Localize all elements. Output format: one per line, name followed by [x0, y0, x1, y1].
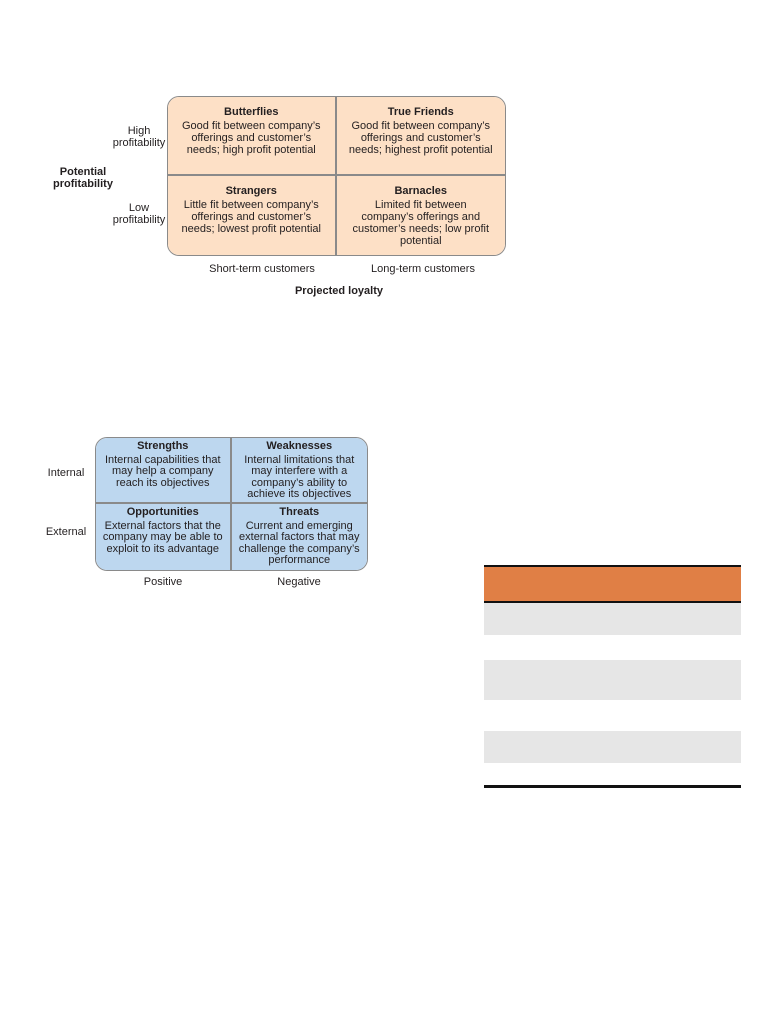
swot-cell-description: Internal limitations that may interfere … [244, 453, 355, 500]
swot-row-label-external: External [45, 526, 87, 538]
swot-row-label-internal: Internal [47, 467, 85, 479]
table-row [484, 731, 741, 763]
swot-cell-description: External factors that the company may be… [102, 519, 223, 555]
swot-cell-description: Current and emerging external factors th… [238, 519, 360, 566]
crm-y-axis-title: Potential profitability [53, 166, 113, 190]
swot-column-label-positive: Positive [143, 576, 183, 588]
swot-matrix: Strengths Internal capabilities that may… [95, 437, 368, 571]
swot-cell-threats: Threats Current and emerging external fa… [231, 504, 367, 570]
swot-cell-title: Strengths [137, 440, 189, 452]
table-row [484, 603, 741, 635]
crm-cell-strangers: Strangers Little fit between company’s o… [168, 176, 337, 255]
crm-cell-barnacles: Barnacles Limited fit between company’s … [336, 176, 505, 255]
swot-cell-opportunities: Opportunities External factors that the … [96, 504, 232, 570]
crm-cell-description: Good fit between company’s offerings and… [181, 120, 321, 156]
swot-cell-title: Weaknesses [266, 440, 333, 452]
table-bottom-rule [484, 785, 741, 788]
crm-column-label-short-term: Short-term customers [209, 263, 315, 275]
swot-cell-description: Internal capabilities that may help a co… [104, 453, 221, 489]
crm-row-label-high: High profitability [112, 125, 166, 149]
swot-cell-strengths: Strengths Internal capabilities that may… [96, 438, 232, 504]
crm-column-label-long-term: Long-term customers [371, 263, 475, 275]
table-header [484, 565, 741, 603]
crm-cell-butterflies: Butterflies Good fit between company’s o… [168, 97, 337, 176]
crm-x-axis-title: Projected loyalty [294, 285, 384, 297]
crm-cell-description: Little fit between company’s offerings a… [181, 199, 321, 235]
customer-relationship-matrix: Butterflies Good fit between company’s o… [167, 96, 506, 256]
table-row [484, 635, 741, 660]
crm-cell-title: Strangers [225, 185, 277, 197]
swot-cell-title: Opportunities [126, 506, 199, 518]
table-row [484, 660, 741, 700]
swot-cell-weaknesses: Weaknesses Internal limitations that may… [231, 438, 367, 504]
crm-cell-true-friends: True Friends Good fit between company’s … [336, 97, 505, 176]
crm-cell-title: Barnacles [394, 185, 448, 197]
crm-cell-description: Limited fit between company’s offerings … [352, 199, 490, 247]
table-row [484, 700, 741, 731]
crm-cell-description: Good fit between company’s offerings and… [348, 120, 493, 156]
crm-row-label-low: Low profitability [112, 202, 166, 226]
swot-column-label-negative: Negative [277, 576, 321, 588]
table-row [484, 763, 741, 785]
swot-cell-title: Threats [279, 506, 320, 518]
crm-cell-title: True Friends [387, 106, 454, 118]
empty-table [484, 565, 741, 788]
crm-cell-title: Butterflies [224, 106, 279, 118]
